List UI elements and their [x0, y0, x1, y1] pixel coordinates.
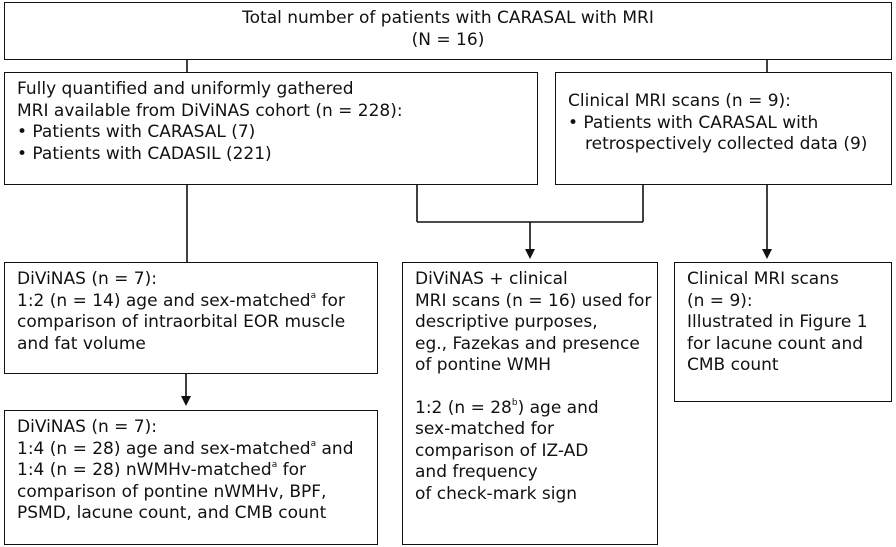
divinas-clinical-line5: of pontine WMH	[415, 355, 552, 375]
clinical-result-line5: CMB count	[687, 355, 779, 375]
divinas-clinical-line2: MRI scans (n = 16) used for	[415, 290, 652, 311]
divinas-cohort-box: Fully quantified and uniformly gathered …	[4, 72, 538, 185]
divinas-clinical-line3: descriptive purposes,	[415, 312, 598, 332]
footnote-marker-a: a	[310, 438, 317, 449]
divinas-clinical-line1: DiViNAS + clinical	[415, 269, 568, 289]
divinas-clinical-line7: sex-matched for	[415, 419, 555, 439]
divinas-pontine-age-matching: 1:4 (n = 28) age and sex-matcheda and	[17, 438, 354, 459]
divinas-pontine-line5: PSMD, lacune count, and CMB count	[17, 503, 327, 523]
footnote-marker-a: a	[310, 290, 317, 301]
footnote-marker-b: b	[511, 397, 518, 408]
footnote-marker-a: a	[271, 460, 278, 471]
divinas-cohort-line2: MRI available from DiViNAS cohort (n = 2…	[17, 100, 403, 121]
clinical-mri-bullet-cont: retrospectively collected data (9)	[585, 134, 868, 154]
divinas-clinical-matching: 1:2 (n = 28b) age and	[415, 397, 599, 418]
clinical-mri-result-box: Clinical MRI scans (n = 9): Illustrated …	[674, 262, 892, 402]
clinical-result-line2: (n = 9):	[687, 290, 753, 311]
divinas-eor-matching: 1:2 (n = 14) age and sex-matcheda for	[17, 290, 345, 311]
clinical-result-line3: Illustrated in Figure 1	[687, 312, 868, 332]
total-patients-box: Total number of patients with CARASAL wi…	[4, 2, 892, 60]
divinas-eor-line4: and fat volume	[17, 333, 146, 354]
divinas-pontine-title: DiViNAS (n = 7):	[17, 417, 157, 437]
divinas-eor-title: DiViNAS (n = 7):	[17, 269, 157, 289]
clinical-mri-title: Clinical MRI scans (n = 9):	[568, 91, 791, 111]
clinical-mri-bullet: • Patients with CARASAL with	[568, 112, 819, 133]
clinical-result-line1: Clinical MRI scans	[687, 269, 839, 289]
divinas-clinical-line9: and frequency	[415, 462, 538, 482]
divinas-clinical-line10: of check-mark sign	[415, 483, 578, 504]
total-patients-title: Total number of patients with CARASAL wi…	[242, 8, 654, 28]
divinas-cohort-bullet-cadasil: • Patients with CADASIL (221)	[17, 143, 272, 164]
divinas-cohort-line1: Fully quantified and uniformly gathered	[17, 79, 354, 99]
divinas-clinical-box: DiViNAS + clinical MRI scans (n = 16) us…	[402, 262, 658, 545]
divinas-clinical-line4: eg., Fazekas and presence	[415, 333, 640, 354]
spacer	[415, 377, 647, 398]
divinas-cohort-bullet-carasal: • Patients with CARASAL (7)	[17, 122, 256, 142]
clinical-result-line4: for lacune count and	[687, 333, 864, 354]
divinas-clinical-line8: comparison of IZ-AD	[415, 440, 589, 461]
divinas-n7-eor-box: DiViNAS (n = 7): 1:2 (n = 14) age and se…	[4, 262, 378, 374]
total-patients-count: (N = 16)	[411, 29, 485, 50]
divinas-n7-pontine-box: DiViNAS (n = 7): 1:4 (n = 28) age and se…	[4, 410, 378, 545]
divinas-eor-line3: comparison of intraorbital EOR muscle	[17, 312, 346, 332]
divinas-pontine-line4: comparison of pontine nWMHv, BPF,	[17, 481, 327, 502]
clinical-mri-box: Clinical MRI scans (n = 9): • Patients w…	[555, 72, 892, 185]
divinas-pontine-wmh-matching: 1:4 (n = 28) nWMHv-matcheda for	[17, 460, 306, 480]
